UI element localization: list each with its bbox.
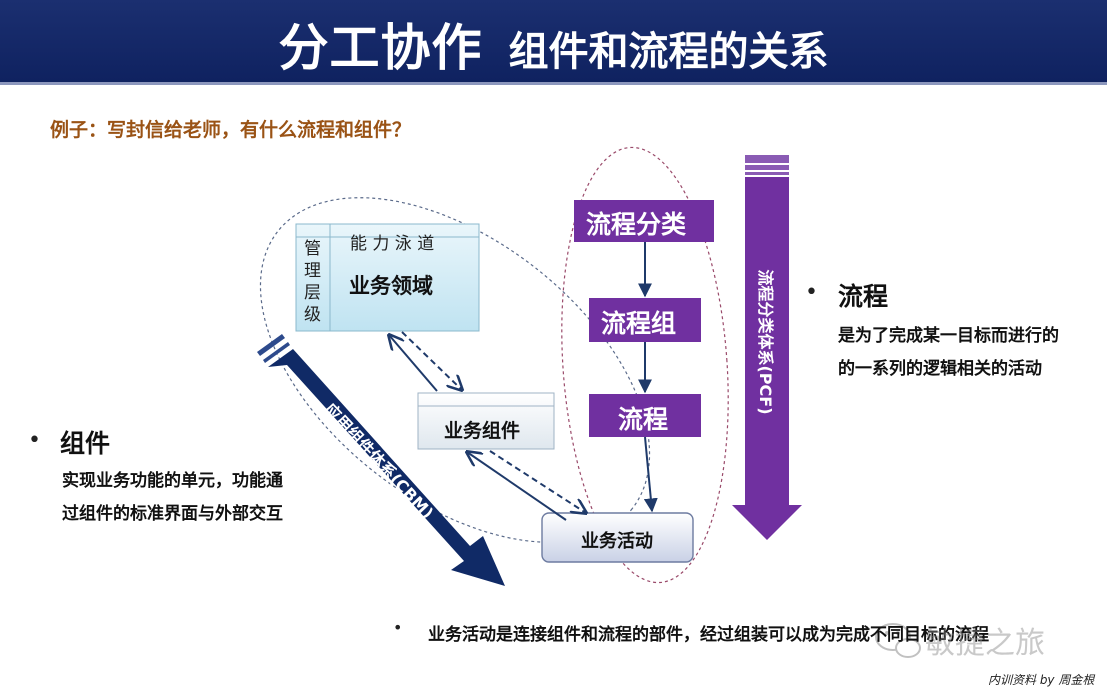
component-note-line: 实现业务功能的单元，功能通: [62, 471, 283, 491]
business-domain-label: 业务领域: [349, 274, 433, 298]
cbm-arrow: [257, 334, 505, 586]
footnote-bullet: •: [393, 618, 402, 637]
arrow-domain-to-component: [401, 331, 462, 390]
management-char: 管: [304, 239, 321, 259]
example-question: 例子：写封信给老师，有什么流程和组件？: [50, 119, 412, 141]
pcf-arrow: [732, 155, 802, 540]
management-char: 层: [304, 283, 321, 303]
business-domain-box: [295, 223, 480, 332]
process-note-line: 是为了完成某一目标而进行的: [838, 326, 1059, 346]
process-note-heading: 流程: [838, 282, 889, 311]
arrow-component-to-domain: [389, 335, 438, 392]
arrow-activity-to-component: [467, 452, 567, 521]
arrow-process-to-activity: [643, 436, 658, 513]
component-note-line: 过组件的标准界面与外部交互: [62, 504, 283, 524]
management-char: 理: [304, 261, 321, 281]
component-bullet: •: [28, 428, 41, 453]
process-scope-ellipse: [561, 146, 729, 584]
process-box: [589, 394, 701, 437]
pcf-arrow-label: 流程分类体系(PCF): [756, 269, 775, 415]
process-note-line: 的一系列的逻辑相关的活动: [838, 359, 1042, 379]
footnote-text: 业务活动是连接组件和流程的部件，经过组装可以成为完成不同目标的流程: [428, 625, 989, 645]
process-category-label: 流程分类: [586, 210, 687, 239]
component-note-heading: 组件: [60, 429, 111, 458]
process-category-box: [574, 200, 714, 242]
business-component-label: 业务组件: [444, 420, 521, 442]
wechat-icon: [875, 623, 921, 658]
process-group-box: [589, 298, 701, 342]
business-activity-label: 业务活动: [581, 531, 653, 552]
title-banner: 分工协作组件和流程的关系: [0, 0, 1107, 85]
business-activity-box: [541, 512, 694, 563]
process-group-label: 流程组: [601, 309, 677, 338]
watermark-text: 敏捷之旅: [925, 626, 1045, 661]
process-bullet: •: [805, 280, 818, 305]
management-char: 级: [304, 305, 321, 325]
business-component-box: [417, 392, 555, 450]
process-label: 流程: [618, 405, 669, 434]
management-level-label: 管 理 层 级: [304, 238, 321, 326]
capability-swimlane-label: 能 力 泳 道: [350, 234, 435, 254]
component-scope-ellipse: [259, 197, 651, 543]
page-title: 分工协作组件和流程的关系: [0, 8, 1107, 80]
arrow-component-to-activity: [489, 450, 586, 513]
title-main: 分工协作: [278, 19, 483, 77]
title-sub: 组件和流程的关系: [508, 29, 829, 75]
credit-text: 内训资料 by 周金根: [988, 673, 1095, 687]
